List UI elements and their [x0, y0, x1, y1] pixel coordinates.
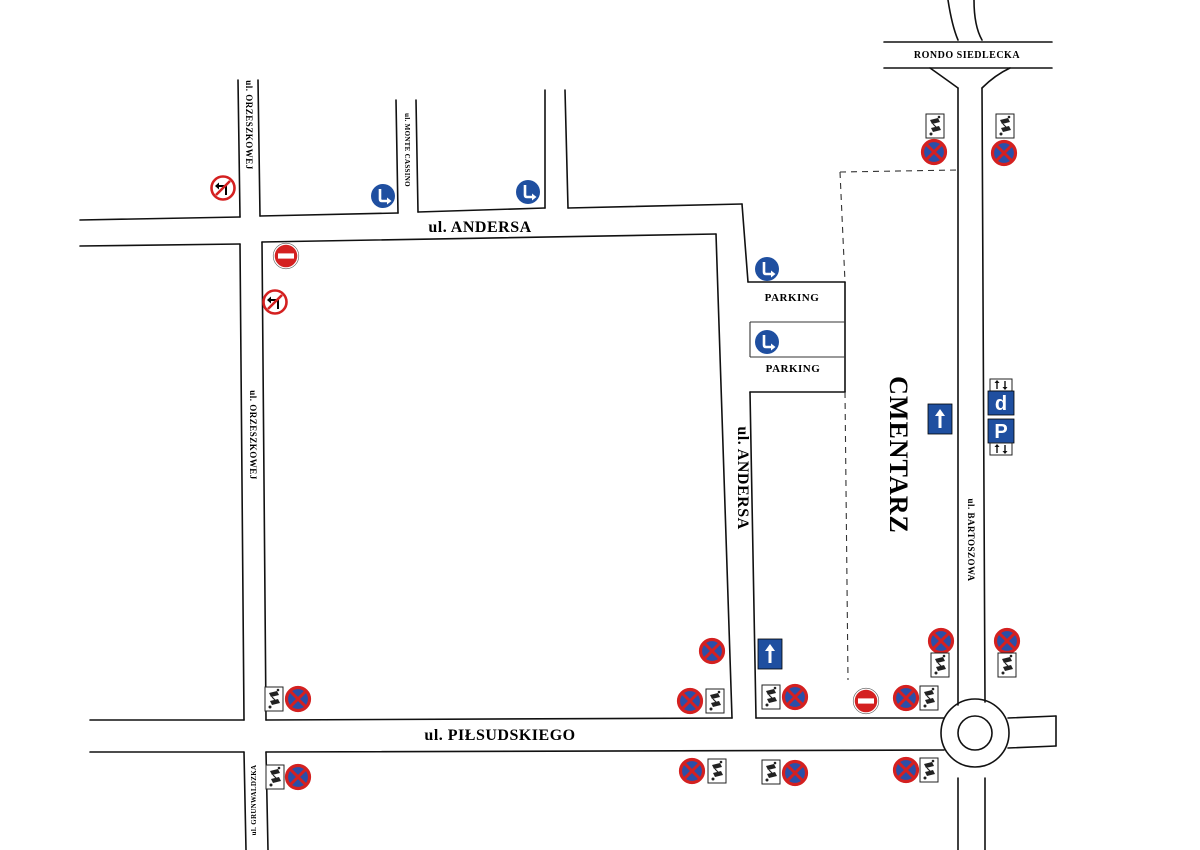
tow-away-plate-icon: [919, 757, 939, 783]
no-stopping-sign-icon: [781, 683, 809, 711]
no-stopping-sign-icon: [284, 763, 312, 791]
tow-away-plate-icon: [930, 652, 950, 678]
tow-away-plate-icon: [761, 684, 781, 710]
no-stopping-sign-icon: [284, 685, 312, 713]
street-label-monte-cassino: ul. MONTE CASSINO: [403, 113, 411, 187]
place-label-parking-2: PARKING: [766, 363, 821, 375]
turn-left-sign-icon: [369, 182, 397, 210]
info-sign-d-letter: d: [995, 393, 1007, 415]
tow-away-plate-icon: [761, 759, 781, 785]
turn-left-sign-icon: [753, 255, 781, 283]
no-stopping-sign-icon: [781, 759, 809, 787]
tow-away-plate-icon: [707, 758, 727, 784]
arrow-plate-icon: [989, 442, 1013, 456]
no-stopping-sign-icon: [698, 637, 726, 665]
place-label-parking-1: PARKING: [765, 292, 820, 304]
tow-away-plate-icon: [919, 685, 939, 711]
turn-left-sign-icon: [753, 328, 781, 356]
info-sign-p-icon: P: [987, 418, 1015, 444]
turn-left-sign-icon: [514, 178, 542, 206]
arrow-plate-icon: [989, 378, 1013, 392]
no-left-turn-sign-icon: [210, 175, 236, 201]
no-stopping-sign-icon: [892, 684, 920, 712]
no-stopping-sign-icon: [990, 139, 1018, 167]
place-label-cemetery: CMENTARZ: [884, 376, 913, 534]
street-label-andersa-vertical: ul. ANDERSA: [734, 426, 751, 529]
one-way-sign-icon: [926, 402, 954, 436]
no-stopping-sign-icon: [927, 627, 955, 655]
tow-away-plate-icon: [265, 764, 285, 790]
street-label-andersa-top: ul. ANDERSA: [428, 219, 531, 236]
no-stopping-sign-icon: [892, 756, 920, 784]
tow-away-plate-icon: [705, 688, 725, 714]
tow-away-plate-icon: [925, 113, 945, 139]
no-stopping-sign-icon: [678, 757, 706, 785]
street-label-pilsudskiego: ul. PIŁSUDSKIEGO: [424, 727, 575, 744]
tow-away-plate-icon: [995, 113, 1015, 139]
info-sign-d-icon: d: [987, 390, 1015, 416]
tow-away-plate-icon: [997, 652, 1017, 678]
road-network: [79, 0, 1057, 850]
no-stopping-sign-icon: [676, 687, 704, 715]
info-sign-p-letter: P: [994, 421, 1007, 443]
no-left-turn-sign-icon: [262, 289, 288, 315]
no-stopping-sign-icon: [993, 627, 1021, 655]
street-label-orzeszkowej-top: ul. ORZESZKOWEJ: [244, 80, 254, 170]
tow-away-plate-icon: [264, 686, 284, 712]
place-label-rondo-siedlecka: RONDO SIEDLECKA: [914, 50, 1020, 61]
no-entry-sign-icon: [272, 242, 300, 270]
street-label-bartoszowa: ul. BARTOSZOWA: [966, 498, 976, 581]
street-label-orzeszkowej-mid: ul. ORZESZKOWEJ: [248, 390, 258, 480]
street-label-grunwaldzka: ul. GRUNWALDZKA: [250, 765, 258, 836]
no-entry-sign-icon: [852, 687, 880, 715]
no-stopping-sign-icon: [920, 138, 948, 166]
one-way-sign-icon: [756, 637, 784, 671]
